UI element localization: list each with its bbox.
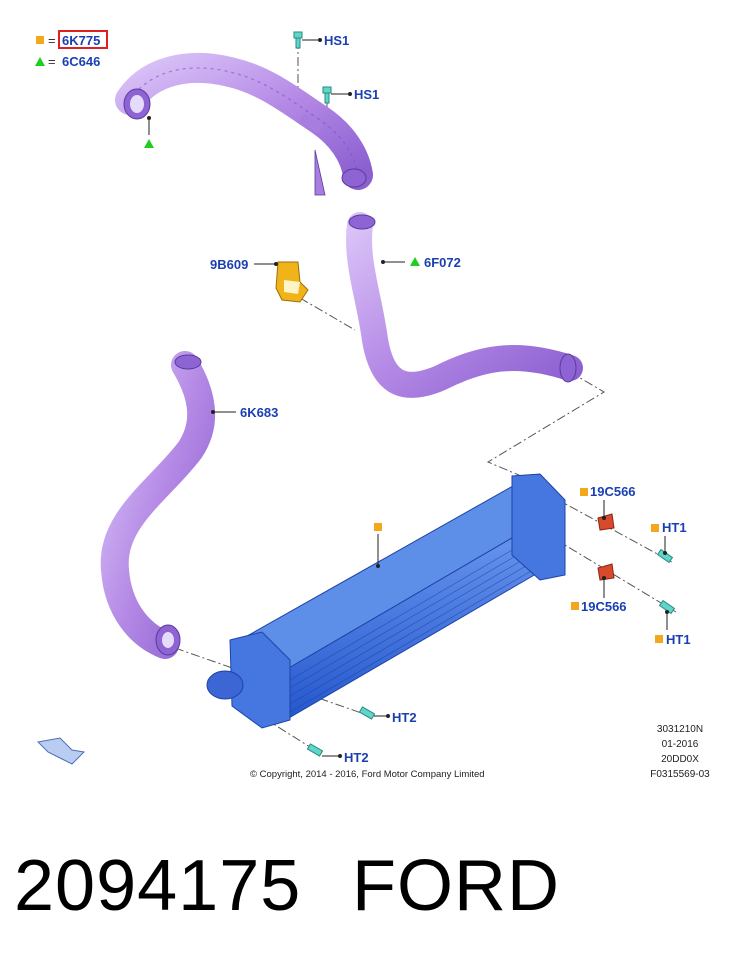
upper-hose-triangle-icon — [410, 257, 420, 266]
label-ht2-lower: HT2 — [344, 750, 369, 765]
part-number: 2094175 — [14, 846, 302, 926]
doc-codes: 3031210N 01-2016 20DD0X F0315569-03 — [650, 724, 710, 780]
bolt-hs1-mid — [322, 86, 332, 104]
brand-name: FORD — [352, 846, 560, 926]
clip-19c566-bottom — [597, 563, 615, 581]
clip-top-square-icon — [580, 488, 588, 496]
label-6k683: 6K683 — [240, 405, 278, 420]
legend-triangle-icon — [35, 57, 45, 66]
parts-diagram: = 6K775 = 6C646 — [35, 30, 710, 780]
legend-square-icon — [36, 36, 44, 44]
clamp-9b609 — [275, 261, 309, 303]
label-9b609: 9B609 — [210, 257, 248, 272]
doc-code-2: 01-2016 — [662, 739, 699, 750]
label-ht1-top: HT1 — [662, 520, 687, 535]
clip-bottom-square-icon — [571, 602, 579, 610]
bolt-hs1-top — [293, 31, 303, 49]
callouts: HS1 HS1 9B609 6F072 6K683 19C566 19C566 … — [144, 33, 691, 765]
legend: = 6K775 = 6C646 — [35, 30, 108, 69]
cooler-square-icon — [374, 523, 382, 531]
label-19c566-top: 19C566 — [590, 484, 636, 499]
intercooler-inlet — [206, 670, 244, 700]
label-6f072: 6F072 — [424, 255, 461, 270]
legend-square-code: 6K775 — [62, 33, 100, 48]
lower-charge-hose — [100, 351, 216, 659]
doc-code-1: 3031210N — [657, 724, 703, 735]
fastener-ht2-upper — [358, 706, 376, 720]
upper-intake-hose — [115, 52, 373, 196]
intercooler — [206, 473, 566, 729]
doc-code-4: F0315569-03 — [650, 769, 710, 780]
ht1-bottom-square-icon — [655, 635, 663, 643]
fastener-ht2-lower — [306, 743, 324, 757]
upper-charge-hose — [346, 212, 583, 398]
direction-arrow-icon — [36, 737, 86, 765]
legend-equals: = — [48, 33, 56, 48]
legend-highlight-box — [58, 30, 108, 49]
label-hs1-top: HS1 — [324, 33, 349, 48]
fastener-ht1-bottom — [658, 599, 676, 615]
doc-code-3: 20DD0X — [661, 754, 699, 765]
copyright-text: © Copyright, 2014 - 2016, Ford Motor Com… — [250, 769, 485, 780]
legend-triangle-code: 6C646 — [62, 54, 100, 69]
label-ht2-upper: HT2 — [392, 710, 417, 725]
ht1-top-square-icon — [651, 524, 659, 532]
intake-triangle-icon — [144, 139, 154, 148]
label-hs1-mid: HS1 — [354, 87, 379, 102]
clip-19c566-top — [597, 513, 615, 531]
label-ht1-bottom: HT1 — [666, 632, 691, 647]
label-19c566-bottom: 19C566 — [581, 599, 627, 614]
legend-equals-2: = — [48, 54, 56, 69]
